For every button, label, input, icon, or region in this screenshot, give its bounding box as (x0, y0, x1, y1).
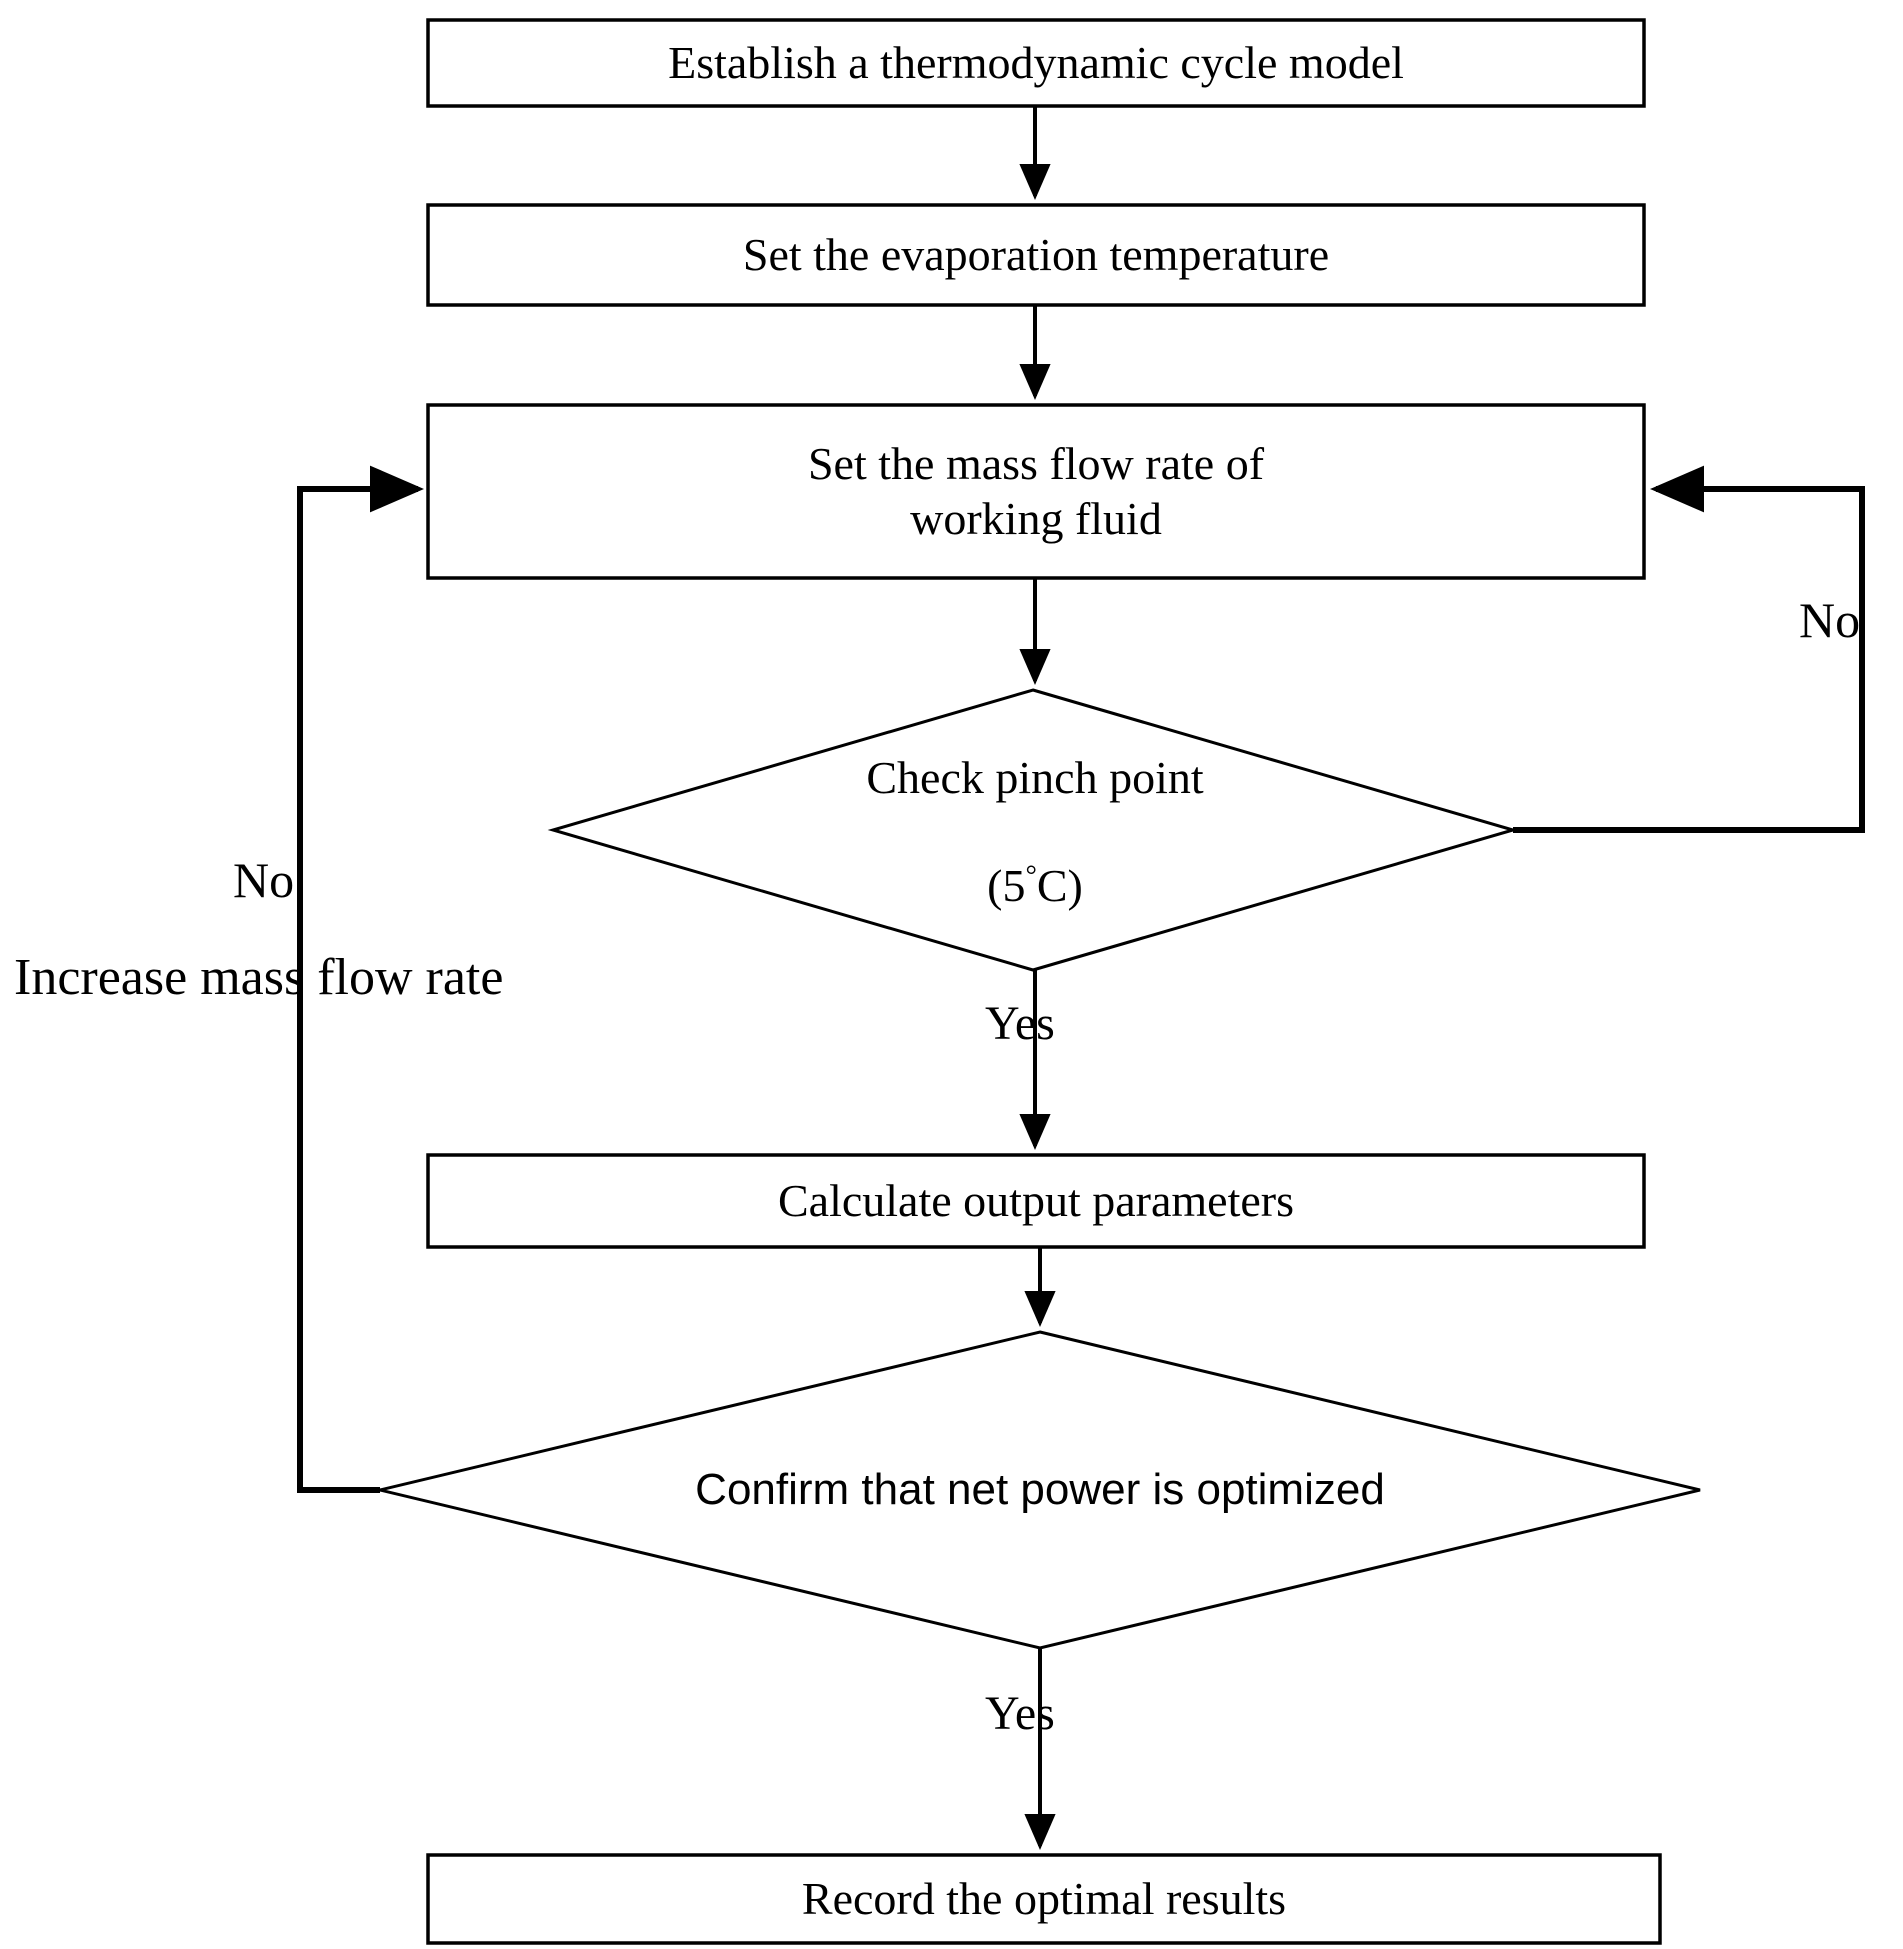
node-record-results-shape (426, 1853, 1662, 1945)
edge-label-pinch-no: No (1799, 592, 1861, 648)
edge-label-confirm-yes: Yes (985, 1687, 1055, 1740)
node-confirm-net-power-shape (379, 1330, 1701, 1650)
edge-pinch-no-feedback (1513, 465, 1865, 833)
edge-label-confirm-no: No (233, 852, 295, 908)
node-establish-model-shape (426, 18, 1646, 108)
edge-label-increase-mass-flow-rate: Increase mass flow rate (14, 949, 504, 1006)
node-calculate-output-shape (426, 1153, 1646, 1249)
edge-confirm-no-feedback (297, 465, 424, 1493)
node-set-mass-flow-rate-shape (426, 403, 1646, 580)
node-check-pinch-point-shape (547, 688, 1519, 972)
edge-label-pinch-yes: Yes (985, 997, 1055, 1050)
node-set-evaporation-temperature-shape (426, 203, 1646, 307)
